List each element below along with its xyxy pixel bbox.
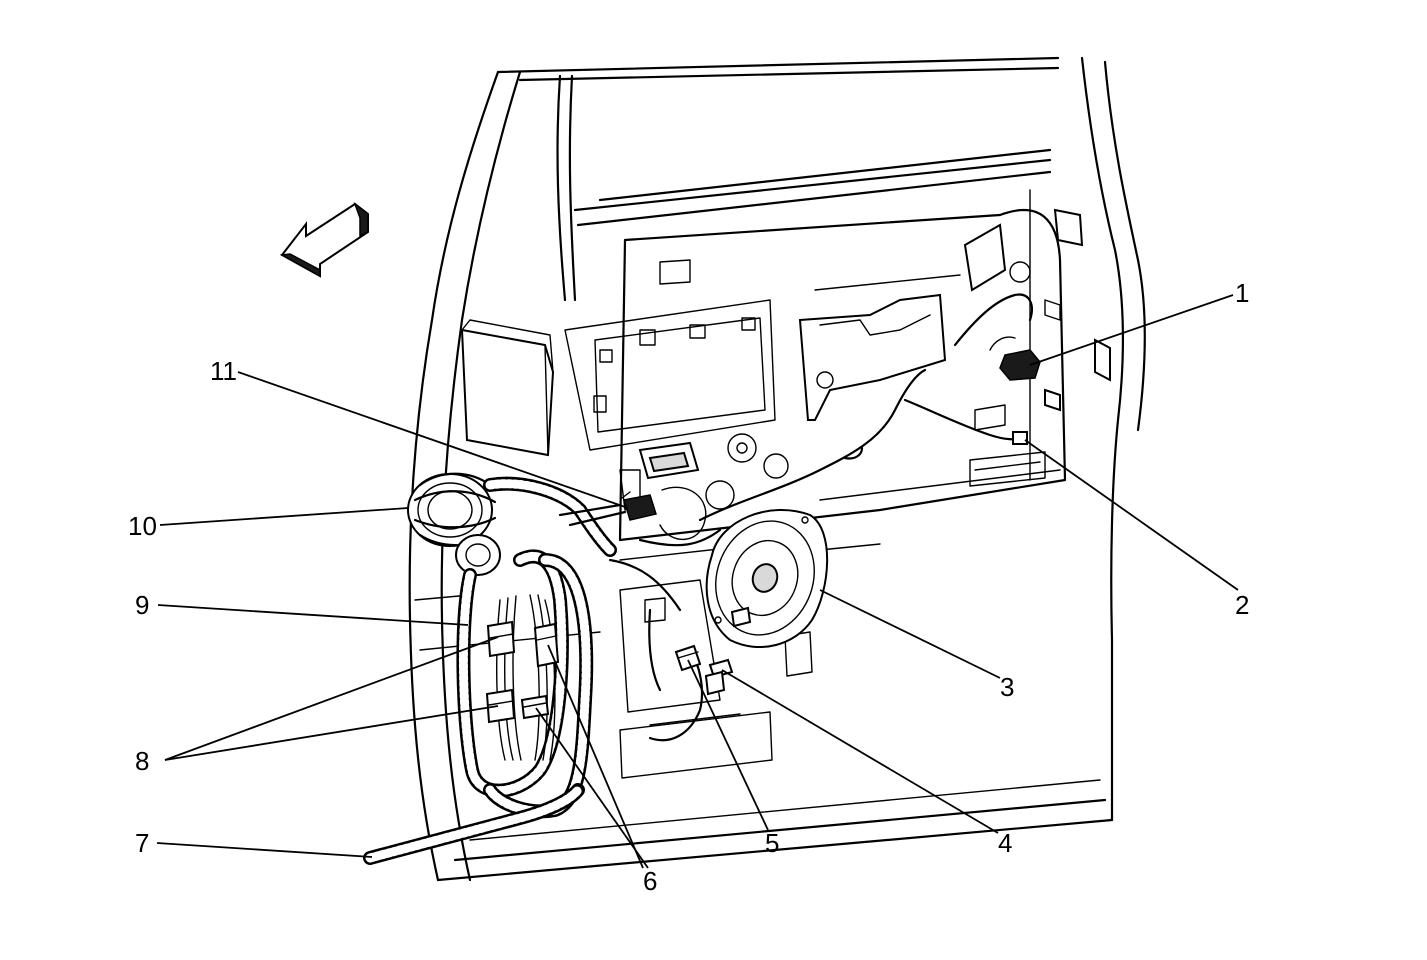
callout-4: 4 <box>998 828 1012 858</box>
callout-2: 2 <box>1235 590 1249 620</box>
callout-3: 3 <box>1000 672 1014 702</box>
harness-convolute-coil <box>407 472 501 576</box>
connector-5 <box>674 644 702 672</box>
door-shell <box>408 56 1146 882</box>
speaker <box>705 509 829 648</box>
callout-6: 6 <box>643 866 657 896</box>
connectors <box>485 336 1041 724</box>
forward-arrow-icon <box>279 201 369 278</box>
leader-lines <box>156 294 1239 869</box>
callout-1: 1 <box>1235 278 1249 308</box>
connector-8 <box>485 620 516 724</box>
connector-4 <box>704 658 734 696</box>
callout-labels: 1 2 3 4 5 6 7 8 9 10 11 <box>128 278 1249 896</box>
callout-10: 10 <box>128 511 157 541</box>
callout-11: 11 <box>210 356 237 386</box>
callout-5: 5 <box>765 828 779 858</box>
inner-door-panel <box>564 189 1067 779</box>
callout-9: 9 <box>135 590 149 620</box>
connector-11 <box>621 491 657 521</box>
connector-1 <box>989 336 1041 381</box>
callout-7: 7 <box>135 828 149 858</box>
door-wiring-harness <box>363 293 1033 865</box>
callout-8: 8 <box>135 746 149 776</box>
connector-2 <box>1012 431 1028 445</box>
